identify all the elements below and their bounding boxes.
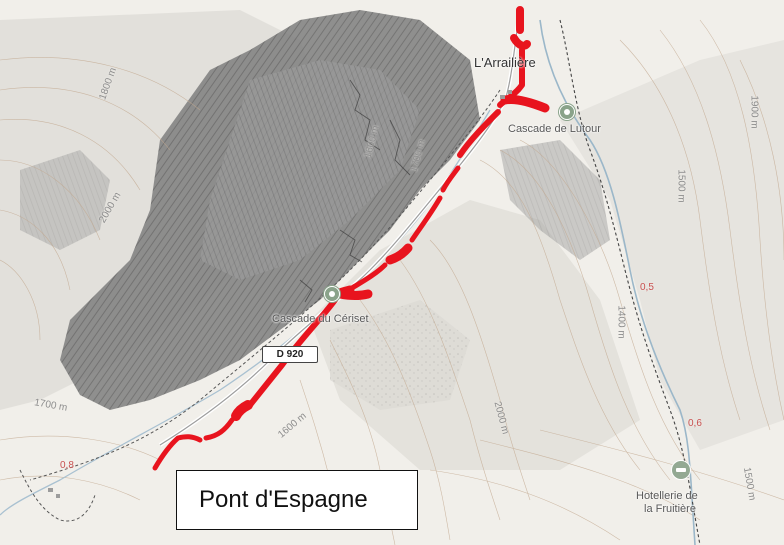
- buildings: [48, 90, 512, 498]
- boundary-right: [559, 19, 701, 545]
- spot-height: 0,8: [60, 460, 74, 471]
- spot-height: 0,6: [688, 418, 702, 429]
- boundary-bottom-left: [19, 469, 96, 522]
- hiking-route[interactable]: [152, 6, 550, 471]
- place-hotellerie-line2: la Fruitière: [644, 503, 696, 515]
- place-cascade-ceriset: Cascade du Cériset: [272, 313, 369, 325]
- waterfall-icon[interactable]: [324, 286, 340, 302]
- boundary-left: [29, 89, 501, 481]
- rock-outcrop-right: [500, 140, 610, 260]
- spot-height: 0,5: [640, 282, 654, 293]
- contour-lines: [0, 19, 784, 545]
- rock-massif-inner: [200, 60, 420, 280]
- contour-label: 1900 m: [748, 95, 760, 129]
- contour-label: 1400 m: [615, 305, 627, 339]
- cliff-edges: [299, 79, 411, 303]
- caption-box: Pont d'Espagne: [176, 470, 418, 530]
- caption-text: Pont d'Espagne: [199, 486, 368, 513]
- place-hotellerie-line1: Hotellerie de: [636, 490, 698, 502]
- terrain-hill-right: [560, 40, 784, 450]
- waterfall-icon[interactable]: [559, 104, 575, 120]
- place-arrailiere: L'Arrailière: [474, 55, 536, 70]
- road-number-badge: D 920: [262, 346, 318, 363]
- scree-field: [330, 300, 470, 410]
- rock-outcrop-left: [20, 150, 110, 250]
- place-cascade-lutour: Cascade de Lutour: [508, 123, 601, 135]
- hotel-icon[interactable]: [671, 460, 691, 480]
- contour-label: 1500 m: [675, 169, 687, 203]
